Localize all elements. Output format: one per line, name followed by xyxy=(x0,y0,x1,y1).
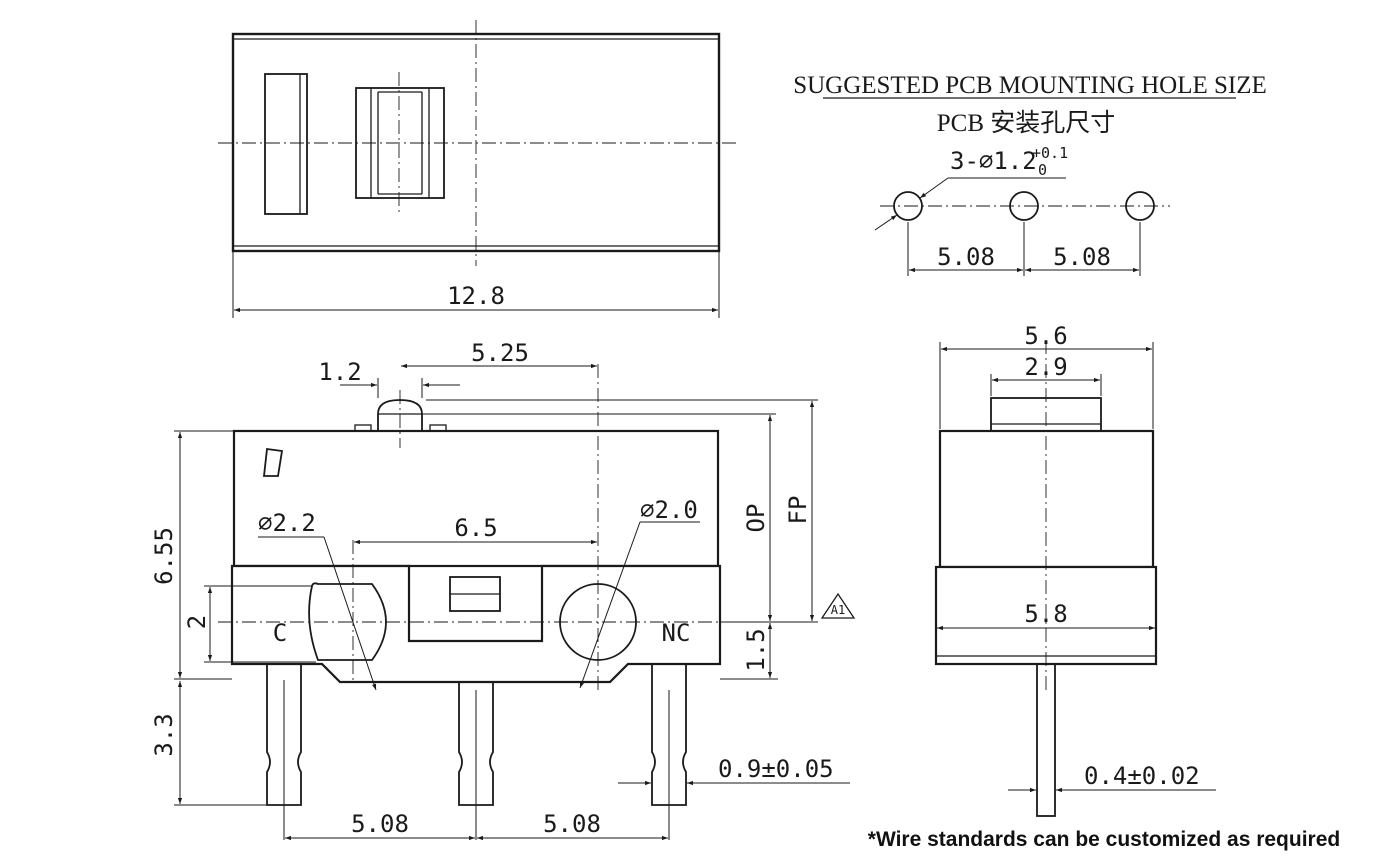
revision-triangle xyxy=(820,592,856,619)
dim-pin-pitch-right: 5.08 xyxy=(543,810,601,838)
hole-tol-lower: 0 xyxy=(1038,161,1047,179)
revision-mark: A1 xyxy=(831,603,845,617)
dim-side-actuator-width: 2.9 xyxy=(1024,353,1067,381)
side-view: 5.6 2.9 5.8 0.4±0.02 xyxy=(934,322,1216,817)
dim-pin-pitch-left: 5.08 xyxy=(351,810,409,838)
pcb-pitch-left: 5.08 xyxy=(937,243,995,271)
dim-actuator-width: 1.2 xyxy=(318,358,361,386)
hole-spec: 3-⌀1.2 xyxy=(950,147,1037,175)
pcb-hole-section: SUGGESTED PCB MOUNTING HOLE SIZE PCB 安装孔… xyxy=(793,72,1267,276)
top-view-left-slot xyxy=(264,73,308,215)
dim-lower-height: 2 xyxy=(183,615,211,629)
dim-side-base-width: 5.8 xyxy=(1024,600,1067,628)
dim-side-pin-thickness: 0.4±0.02 xyxy=(1084,762,1200,790)
front-marker xyxy=(262,447,284,477)
dim-fp: FP xyxy=(784,496,812,525)
dim-body-height: 6.55 xyxy=(150,527,178,585)
top-view: 12.8 xyxy=(218,20,738,318)
front-hole-left xyxy=(308,582,387,661)
dim-total-width: 12.8 xyxy=(447,282,505,310)
hole-tol-upper: +0.1 xyxy=(1032,144,1068,162)
dim-side-body-width: 5.6 xyxy=(1024,322,1067,350)
label-nc: NC xyxy=(662,619,691,647)
dim-1-5: 1.5 xyxy=(742,628,770,671)
dim-pin-width: 0.9±0.05 xyxy=(718,755,834,783)
dim-actuator-offset: 5.25 xyxy=(471,339,529,367)
dim-hole-right: ⌀2.0 xyxy=(640,496,698,524)
dim-hole-spacing: 6.5 xyxy=(454,514,497,542)
side-upper-body xyxy=(938,429,1155,569)
dim-op: OP xyxy=(742,504,770,533)
pcb-title: SUGGESTED PCB MOUNTING HOLE SIZE xyxy=(793,72,1267,99)
front-view: C NC 1.2 5.25 6.5 ⌀2.2 ⌀2.0 xyxy=(150,339,856,841)
label-common: C xyxy=(273,619,287,647)
footnote: *Wire standards can be customized as req… xyxy=(868,828,1340,851)
dim-hole-left: ⌀2.2 xyxy=(258,509,316,537)
dim-pin-length: 3.3 xyxy=(150,713,178,756)
pcb-pitch-right: 5.08 xyxy=(1053,243,1111,271)
pcb-subtitle: PCB 安装孔尺寸 xyxy=(937,109,1116,137)
front-lower-body xyxy=(230,564,722,684)
